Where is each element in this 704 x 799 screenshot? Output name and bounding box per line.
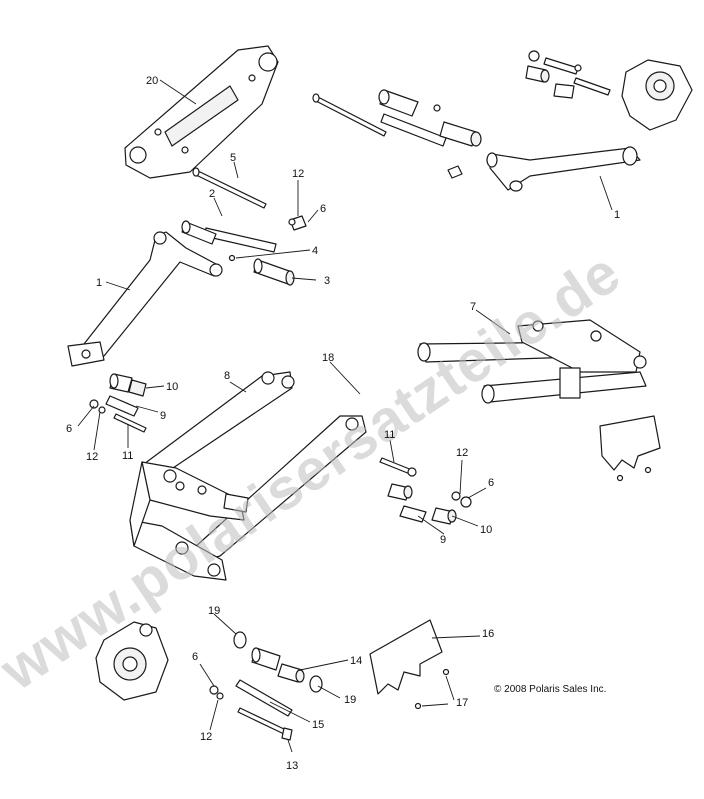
callout-3: 3 <box>324 275 330 287</box>
callout-6: 6 <box>488 477 494 489</box>
callout-12: 12 <box>292 168 304 180</box>
callout-19: 19 <box>208 605 220 617</box>
callout-17: 17 <box>456 697 468 709</box>
callout-6: 6 <box>192 651 198 663</box>
callout-1: 1 <box>96 277 102 289</box>
callout-16: 16 <box>482 628 494 640</box>
callout-11: 11 <box>384 429 395 441</box>
callout-20: 20 <box>146 75 158 87</box>
trailing-arm-frame-part-8 <box>129 371 367 581</box>
callout-7: 7 <box>470 301 476 313</box>
upper-a-arm-right-part-1 <box>486 146 641 192</box>
callout-14: 14 <box>350 655 362 667</box>
callout-13: 13 <box>286 760 298 772</box>
callout-10: 10 <box>480 524 492 536</box>
callout-15: 15 <box>312 719 324 731</box>
bracket-plate-part-20 <box>124 45 279 179</box>
callout-12: 12 <box>86 451 98 463</box>
guard-plate-part-16 <box>369 619 450 710</box>
upper-a-arm-left-part-1 <box>67 231 223 367</box>
callout-9: 9 <box>160 410 166 422</box>
upper-pin-bushing-group <box>312 89 482 179</box>
callout-8: 8 <box>224 370 230 382</box>
bottom-pin-bushing-group <box>209 631 323 741</box>
right-middle-fastener-group <box>379 457 472 525</box>
callout-19: 19 <box>344 694 356 706</box>
callout-6: 6 <box>320 203 326 215</box>
callout-numbers: 20 5 2 12 6 4 3 1 1 7 18 8 10 9 11 6 12 … <box>66 75 620 772</box>
callout-2: 2 <box>209 188 215 200</box>
upper-right-fastener-group <box>525 50 693 131</box>
callout-9: 9 <box>440 534 446 546</box>
callout-6: 6 <box>66 423 72 435</box>
callout-10: 10 <box>166 381 178 393</box>
watermark-text: www.polarisersatzteile.de <box>0 240 632 704</box>
callout-1: 1 <box>614 209 620 221</box>
copyright-notice: © 2008 Polaris Sales Inc. <box>494 684 606 695</box>
pins-bushings-middle-group <box>181 167 307 286</box>
rear-knuckle-hub <box>95 621 169 701</box>
callout-5: 5 <box>230 152 236 164</box>
guard-plate-right <box>599 415 661 482</box>
callout-12: 12 <box>456 447 468 459</box>
lower-control-arm-part-7 <box>417 319 647 404</box>
callout-18: 18 <box>322 352 334 364</box>
callout-12: 12 <box>200 731 212 743</box>
left-lower-fastener-group <box>89 373 147 433</box>
callout-11: 11 <box>122 450 133 462</box>
callout-4: 4 <box>312 245 318 257</box>
callout-leader-lines <box>77 79 613 753</box>
